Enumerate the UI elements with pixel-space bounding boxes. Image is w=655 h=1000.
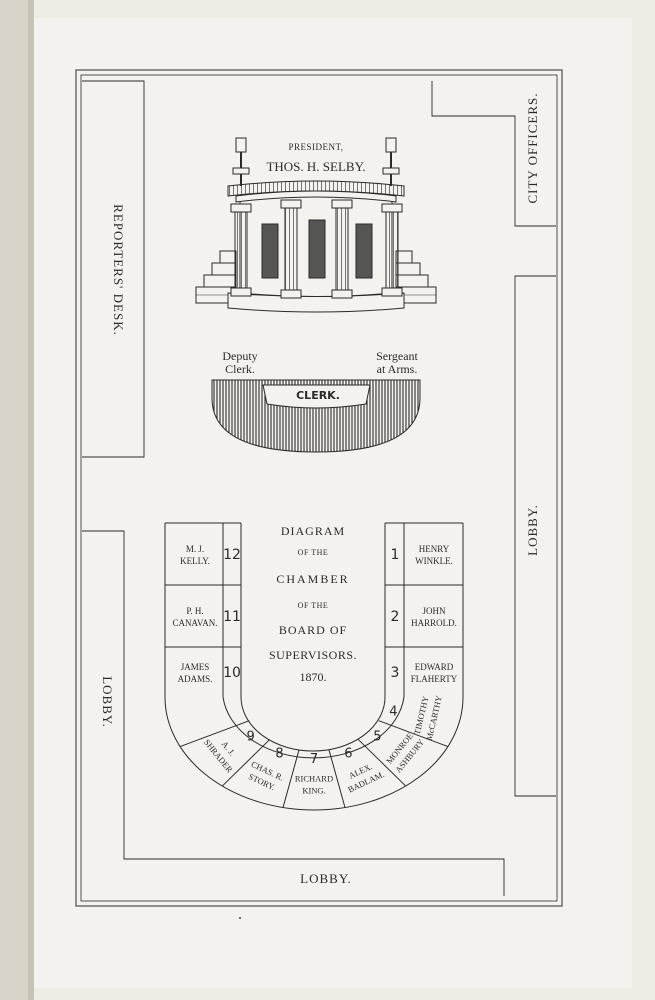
reporters-desk-area — [82, 80, 145, 458]
seat-name-line2: FLAHERTY — [411, 674, 458, 684]
seat-divider — [179, 720, 250, 748]
president-title: PRESIDENT, — [288, 142, 343, 152]
seat-name-line1: RICHARD — [295, 774, 333, 784]
clerk-label: CLERK. — [296, 389, 340, 402]
seat-number: 11 — [223, 609, 241, 625]
seat-number: 6 — [344, 746, 352, 761]
seat-name-line1: JOHN — [422, 606, 446, 616]
diagram-title-line2: OF THE — [298, 548, 329, 557]
lobby-right-label: LOBBY. — [525, 504, 540, 556]
lobby-left-area — [82, 530, 505, 896]
seat-name-line2: WINKLE. — [415, 556, 453, 566]
seat-name-line1: EDWARD — [415, 662, 454, 672]
seat-name-line2: KELLY. — [180, 556, 210, 566]
diagram-title-line5: BOARD OF — [279, 623, 347, 637]
diagram-title-line7: 1870. — [300, 670, 327, 684]
clerk-desk — [211, 379, 421, 453]
page-frame — [75, 69, 563, 907]
seat-number: 3 — [391, 665, 400, 681]
page-dot — [239, 917, 241, 919]
seat-divider — [282, 749, 300, 808]
seat-name-line2: CANAVAN. — [173, 618, 218, 628]
seat-number: 4 — [389, 705, 397, 720]
president-name: THOS. H. SELBY. — [266, 159, 365, 174]
rostrum-columns — [230, 199, 403, 299]
lobby-bottom-label: LOBBY. — [300, 871, 352, 886]
city-officers-label: CITY OFFICERS. — [525, 92, 540, 203]
seat-number: 8 — [275, 746, 283, 761]
city-officers-area — [431, 81, 556, 227]
seat-number: 12 — [223, 547, 241, 563]
lobby-left-label: LOBBY. — [100, 676, 115, 728]
page-paper — [34, 18, 632, 988]
deputy-clerk-label-2: Clerk. — [225, 362, 255, 376]
seat-divider — [328, 749, 346, 808]
reporters-desk-label: REPORTERS' DESK. — [111, 204, 126, 336]
diagram-title-line4: OF THE — [298, 601, 329, 610]
seat-name-line2: HARROLD. — [411, 618, 457, 628]
seat-name-line2: KING. — [302, 786, 325, 796]
seat-number: 5 — [373, 729, 381, 744]
seat-name-line1: M. J. — [186, 544, 204, 554]
gutter-shadow — [0, 0, 32, 1000]
sergeant-label-2: at Arms. — [377, 362, 418, 376]
seat-number: 10 — [223, 665, 241, 681]
deputy-clerk-label-1: Deputy — [222, 349, 257, 363]
seat-number: 1 — [391, 547, 400, 563]
lobby-right-area — [514, 275, 556, 797]
president-rostrum — [195, 137, 437, 313]
seat-name-line1: P. H. — [186, 606, 203, 616]
sergeant-label-1: Sergeant — [376, 349, 418, 363]
seat-name-line1: HENRY — [419, 544, 450, 554]
seat-divider — [221, 739, 271, 787]
diagram-title-line1: DIAGRAM — [281, 524, 345, 538]
diagram-title-line3: CHAMBER — [276, 572, 349, 586]
seat-name-line2: ADAMS. — [178, 674, 213, 684]
seat-dividers — [179, 720, 449, 808]
seat-number: 2 — [391, 609, 400, 625]
seat-name-line1: JAMES — [181, 662, 210, 672]
diagram-title-line6: SUPERVISORS. — [269, 648, 357, 662]
seat-divider — [378, 720, 449, 748]
left-stairs — [195, 250, 237, 304]
seat-divider — [357, 739, 407, 787]
lamp-posts — [232, 137, 400, 186]
seat-number: 7 — [310, 752, 318, 767]
seat-number: 9 — [247, 729, 255, 744]
